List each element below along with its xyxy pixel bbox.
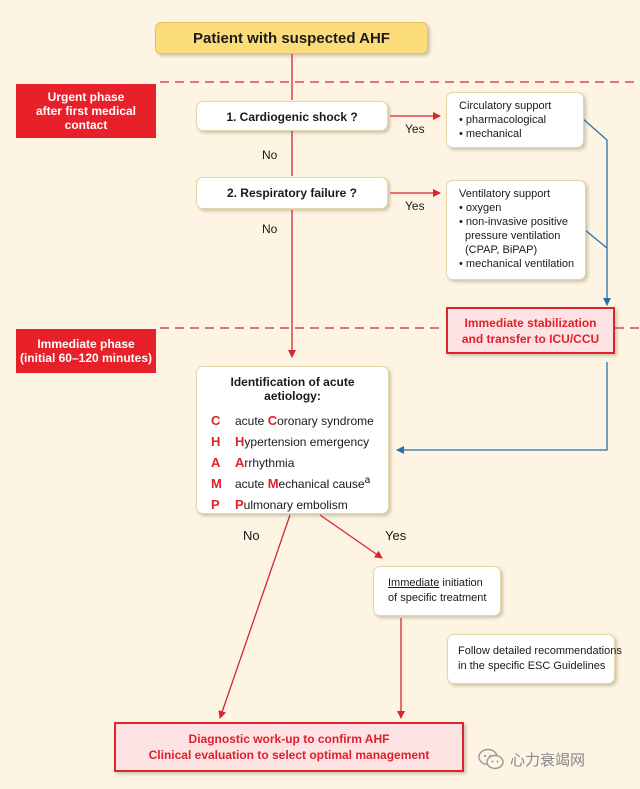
champ-key-letter: M: [267, 476, 279, 491]
urgent-phase-line1: Urgent phase: [47, 90, 125, 104]
ventilatory-item: pressure ventilation: [465, 230, 561, 242]
champ-key-letter: C: [267, 413, 278, 428]
champ-rest: ulmonary embolism: [243, 498, 348, 512]
initiation-underlined: Immediate: [388, 577, 440, 589]
ventilatory-item: (CPAP, BiPAP): [465, 244, 538, 256]
specific-treatment-box: Immediate initiation of specific treatme…: [373, 566, 501, 616]
circulatory-item: • pharmacological: [459, 114, 547, 126]
q1-yes-label: Yes: [405, 122, 425, 136]
immediate-phase-line1: Immediate phase: [37, 337, 135, 351]
final-box: Diagnostic work-up to confirm AHF Clinic…: [114, 722, 464, 772]
aetiology-yes-label: Yes: [385, 528, 407, 543]
initiation-line2: of specific treatment: [388, 592, 487, 604]
aetiology-title-line1: Identification of acute: [230, 375, 355, 389]
circulatory-title: Circulatory support: [459, 100, 552, 112]
champ-letter: P: [211, 497, 220, 512]
immediate-phase-line2: (initial 60–120 minutes): [19, 351, 153, 365]
champ-rest: echanical cause: [278, 477, 365, 491]
stabilization-box: Immediate stabilization and transfer to …: [446, 307, 615, 354]
final-line1: Diagnostic work-up to confirm AHF: [188, 732, 390, 746]
circulatory-support-box: Circulatory support • pharmacological • …: [446, 92, 584, 148]
champ-key-letter: P: [235, 497, 244, 512]
champ-key-letter: A: [235, 455, 245, 470]
wechat-icon: [478, 748, 504, 770]
followup-line2: in the specific ESC Guidelines: [458, 660, 606, 672]
champ-letter: A: [211, 455, 221, 470]
champ-letter: H: [211, 434, 221, 449]
stabilization-line2: and transfer to ICU/CCU: [461, 331, 600, 346]
champ-prefix: acute: [235, 414, 268, 428]
q1-no-label: No: [262, 148, 278, 162]
respiratory-failure-question: 2. Respiratory failure ?: [196, 177, 388, 209]
champ-superscript: a: [364, 475, 371, 486]
stabilization-to-aetiology-arrow: [396, 362, 608, 454]
champ-prefix: acute: [235, 477, 268, 491]
champ-rest: ypertension emergency: [244, 435, 370, 449]
urgent-phase-line3: contact: [64, 118, 108, 132]
ventilatory-support-box: Ventilatory support • oxygen • non-invas…: [446, 180, 586, 280]
aetiology-no-label: No: [243, 528, 260, 543]
immediate-phase-label: Immediate phase (initial 60–120 minutes): [16, 329, 156, 373]
champ-rest: oronary syndrome: [277, 414, 374, 428]
ventilatory-to-stabilization-line: [584, 229, 608, 249]
aetiology-yes-arrow: [319, 514, 383, 559]
ventilatory-item: • mechanical ventilation: [459, 258, 575, 270]
start-box: Patient with suspected AHF: [155, 22, 428, 54]
followup-box: Follow detailed recommendations in the s…: [447, 634, 622, 684]
final-line2: Clinical evaluation to select optimal ma…: [148, 748, 430, 762]
champ-letter: M: [211, 476, 222, 491]
urgent-phase-line2: after first medical: [35, 104, 137, 118]
cardiogenic-shock-question: 1. Cardiogenic shock ?: [196, 101, 388, 131]
circulatory-to-stabilization-arrow: [581, 117, 611, 306]
q2-yes-label: Yes: [405, 199, 425, 213]
watermark-text: 心力衰竭网: [510, 751, 586, 769]
initiation-rest: initiation: [439, 577, 483, 589]
aetiology-title-line2: aetiology:: [264, 389, 321, 403]
aetiology-no-arrow: [218, 514, 291, 719]
champ-letter: C: [211, 413, 221, 428]
ventilatory-title: Ventilatory support: [459, 188, 551, 200]
urgent-phase-label: Urgent phase after first medical contact: [16, 84, 156, 138]
stabilization-line1: Immediate stabilization: [464, 315, 597, 330]
champ-rest: rrhythmia: [244, 456, 295, 470]
ventilatory-item: • non-invasive positive: [459, 216, 569, 228]
followup-line1: Follow detailed recommendations: [458, 645, 622, 657]
q2-no-label: No: [262, 222, 278, 236]
watermark: 心力衰竭网: [478, 748, 585, 770]
circulatory-item: • mechanical: [459, 128, 522, 140]
champ-key-letter: H: [235, 434, 245, 449]
ventilatory-item: • oxygen: [459, 202, 502, 214]
